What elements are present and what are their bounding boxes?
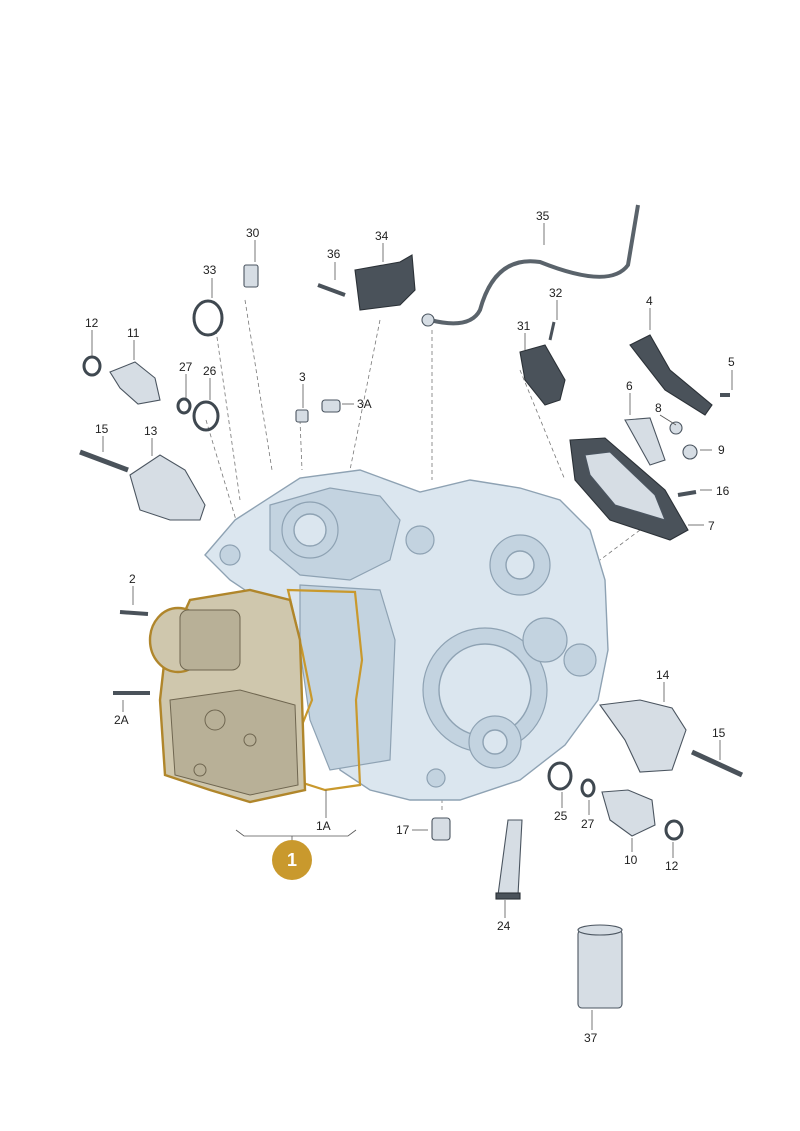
callout-34: 34 [375, 229, 389, 243]
small-parts [79, 204, 744, 1009]
transmission-housing [204, 469, 609, 801]
mechatronic-unit-highlight [148, 588, 364, 804]
callout-17: 17 [396, 823, 410, 837]
callout-11: 11 [127, 326, 140, 340]
callout-1: 1 [287, 850, 297, 870]
callout-5: 5 [728, 355, 735, 369]
part-1-badge[interactable]: 1 [272, 840, 312, 880]
callout-16: 16 [716, 484, 730, 498]
callout-13: 13 [144, 424, 158, 438]
leader-lines [91, 223, 733, 1030]
callout-36: 36 [327, 247, 341, 261]
callout-6: 6 [626, 379, 633, 393]
callout-3: 3 [299, 370, 306, 384]
callout-35: 35 [536, 209, 550, 223]
callout-3A: 3A [357, 397, 372, 411]
callout-25: 25 [554, 809, 568, 823]
callout-24: 24 [497, 919, 511, 933]
callout-32: 32 [549, 286, 563, 300]
callout-37: 37 [584, 1031, 598, 1045]
callout-12-left: 12 [85, 316, 99, 330]
callout-14: 14 [656, 668, 670, 682]
callout-30: 30 [246, 226, 260, 240]
callout-15-right: 15 [712, 726, 726, 740]
callout-2: 2 [129, 572, 136, 586]
callout-15-left: 15 [95, 422, 109, 436]
callout-33: 33 [203, 263, 217, 277]
callout-12-right: 12 [665, 859, 679, 873]
callout-1A: 1A [316, 819, 331, 833]
callout-31: 31 [517, 319, 531, 333]
callout-7: 7 [708, 519, 715, 533]
callout-4: 4 [646, 294, 653, 308]
reference-lines [205, 299, 641, 810]
callout-9: 9 [718, 443, 725, 457]
callout-27-left: 27 [179, 360, 193, 374]
callout-8: 8 [655, 401, 662, 415]
callout-10: 10 [624, 853, 638, 867]
callout-labels: 30 33 36 34 35 32 31 4 5 6 8 9 16 7 12 1… [85, 209, 735, 1045]
callout-27-right: 27 [581, 817, 595, 831]
callout-26: 26 [203, 364, 217, 378]
callout-2A: 2A [114, 713, 129, 727]
